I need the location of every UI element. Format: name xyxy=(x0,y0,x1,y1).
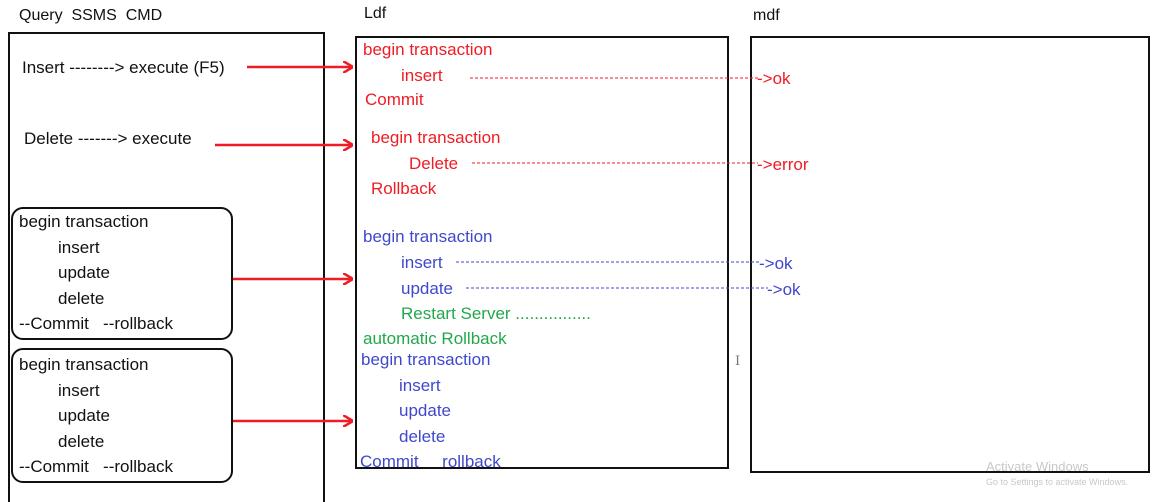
mdf-header: mdf xyxy=(753,7,780,24)
block2-update: update xyxy=(58,406,110,425)
ldf-s4-commit-clip: Commit rollback xyxy=(358,450,726,467)
result-delete-error: ->error xyxy=(757,155,809,174)
ldf-s4-update: update xyxy=(399,401,451,420)
block1-delete: delete xyxy=(58,289,105,308)
block1-begin: begin transaction xyxy=(19,212,149,231)
transaction-block-1 xyxy=(11,207,233,340)
block1-insert: insert xyxy=(58,238,100,257)
ldf-s1-commit: Commit xyxy=(365,90,424,109)
activate-windows-subtitle: Go to Settings to activate Windows. xyxy=(986,477,1129,487)
result-insert-ok: ->ok xyxy=(757,69,791,88)
result-insert3-ok: ->ok xyxy=(759,254,793,273)
block2-delete: delete xyxy=(58,432,105,451)
ldf-s2-begin: begin transaction xyxy=(371,128,501,147)
ldf-s3-begin: begin transaction xyxy=(363,227,493,246)
block1-update: update xyxy=(58,263,110,282)
ldf-s2-delete: Delete xyxy=(409,154,459,173)
query-panel xyxy=(8,32,325,502)
mdf-box xyxy=(750,36,1150,473)
transaction-block-2 xyxy=(11,348,233,483)
ldf-s3-automatic-rollback: automatic Rollback xyxy=(363,329,507,348)
activate-windows-watermark: Activate Windows xyxy=(986,459,1089,474)
ldf-header: Ldf xyxy=(364,5,387,22)
ldf-s4-insert: insert xyxy=(399,376,441,395)
ldf-s4-begin: begin transaction xyxy=(361,350,491,369)
ldf-s1-begin: begin transaction xyxy=(363,40,493,59)
block1-commit-rollback: --Commit --rollback xyxy=(19,314,173,333)
delete-execute-label: Delete -------> execute xyxy=(24,129,192,148)
block2-begin: begin transaction xyxy=(19,355,149,374)
block2-commit-rollback: --Commit --rollback xyxy=(19,457,173,476)
query-header: Query SSMS CMD xyxy=(19,7,163,24)
ldf-s1-insert: insert xyxy=(401,66,443,85)
text-cursor-icon: I xyxy=(735,354,741,369)
watermark-subtitle-clip: Go to Settings to activate Windows. xyxy=(986,477,1158,487)
ldf-s4-delete: delete xyxy=(399,427,446,446)
ldf-s3-restart-server: Restart Server ................ xyxy=(401,304,591,323)
ldf-s4-commit-rollback: Commit rollback xyxy=(360,452,501,467)
ldf-s3-insert: insert xyxy=(401,253,443,272)
ldf-s2-rollback: Rollback xyxy=(371,179,437,198)
insert-execute-label: Insert --------> execute (F5) xyxy=(22,58,225,77)
result-update3-ok: ->ok xyxy=(767,280,801,299)
ldf-box xyxy=(355,36,729,469)
block2-insert: insert xyxy=(58,381,100,400)
ldf-s3-update: update xyxy=(401,279,453,298)
